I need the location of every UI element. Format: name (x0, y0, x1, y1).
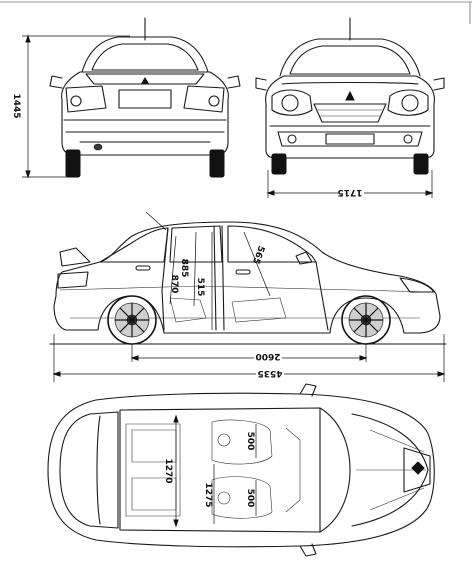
seat-width-2-label: 500 (245, 489, 255, 508)
seat-width-1-label: 500 (245, 432, 255, 451)
rear-legroom-label: 1270 (163, 458, 173, 483)
rear-view (49, 17, 241, 178)
height-label: 1445 (11, 93, 21, 118)
top-interior-dimensions: 1270 1275 500 500 (163, 414, 257, 528)
b-pillar-1-label: 885 (179, 259, 189, 278)
side-view (49, 211, 447, 345)
front-view (255, 17, 445, 175)
b-pillar-2-label: 870 (169, 275, 179, 294)
length-label: 4535 (257, 368, 282, 378)
wheelbase-dimension: 2600 (130, 344, 368, 363)
side-interior-dimensions: 885 870 515 565 (169, 231, 271, 330)
height-dimension: 1445 (11, 34, 130, 179)
rear-door-label: 515 (195, 278, 205, 297)
top-view (47, 383, 435, 557)
front-legroom-label: 1275 (203, 482, 213, 507)
length-dimension: 4535 (52, 334, 446, 382)
width-dimension: 1715 (266, 170, 434, 198)
width-label: 1715 (337, 187, 362, 197)
wheelbase-label: 2600 (255, 351, 280, 361)
